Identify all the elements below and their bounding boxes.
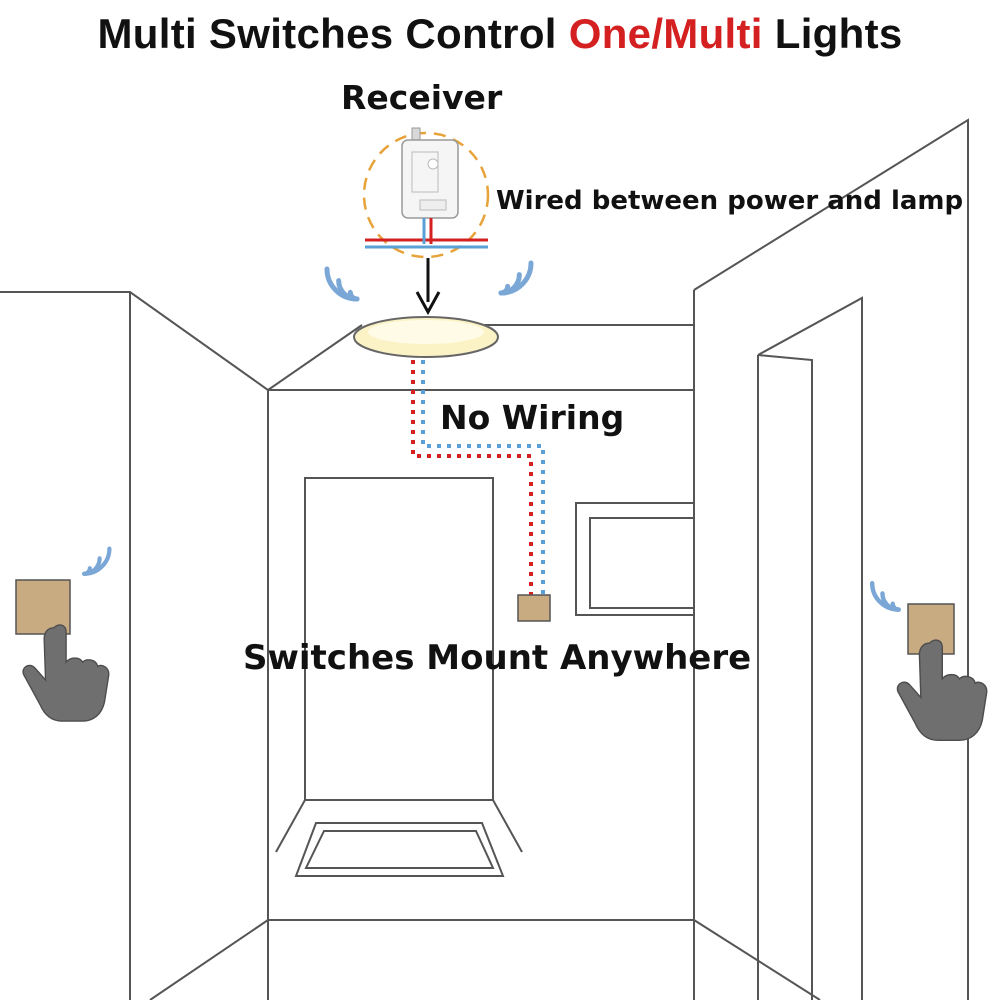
receiver-wires bbox=[365, 218, 488, 249]
arrow-down-icon bbox=[415, 258, 441, 316]
title-highlight: One/Multi bbox=[568, 10, 763, 57]
switches-mount-label: Switches Mount Anywhere bbox=[243, 638, 752, 678]
receiver-wifi-right-icon bbox=[501, 263, 531, 293]
wall-window bbox=[575, 502, 695, 616]
title-part-1: Multi Switches Control bbox=[97, 10, 569, 57]
left-pointing-hand-icon bbox=[22, 624, 110, 722]
left-switch-group bbox=[15, 549, 110, 722]
left-wifi-signal-icon bbox=[84, 549, 109, 574]
right-wall bbox=[693, 118, 969, 1000]
wired-label: Wired between power and lamp bbox=[496, 186, 964, 216]
no-wiring-label: No Wiring bbox=[440, 398, 625, 437]
ceiling-lamp-icon bbox=[353, 316, 499, 358]
no-wiring-path bbox=[411, 360, 545, 596]
page-title: Multi Switches Control One/Multi Lights bbox=[0, 10, 1000, 58]
receiver-highlight-circle bbox=[362, 131, 490, 259]
receiver-label: Receiver bbox=[341, 78, 503, 117]
title-part-3: Lights bbox=[762, 10, 903, 57]
left-wall bbox=[0, 291, 269, 1000]
right-wifi-signal-icon bbox=[872, 583, 898, 609]
right-pointing-hand-icon bbox=[896, 639, 988, 742]
doorway bbox=[275, 477, 523, 853]
receiver-wifi-left-icon bbox=[327, 269, 357, 299]
floor-mat bbox=[294, 822, 505, 877]
right-switch-group bbox=[872, 583, 988, 742]
receiver-module-icon bbox=[401, 127, 459, 219]
center-wall-switch-icon[interactable] bbox=[517, 594, 551, 622]
